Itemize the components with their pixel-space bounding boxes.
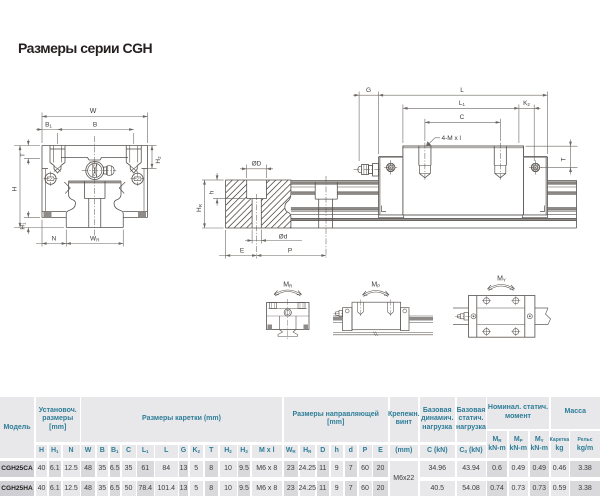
svg-text:HR: HR bbox=[196, 203, 203, 212]
svg-text:H: H bbox=[12, 186, 19, 191]
svg-text:L: L bbox=[460, 87, 464, 94]
svg-text:WR: WR bbox=[90, 236, 100, 243]
svg-text:L1: L1 bbox=[459, 100, 466, 107]
svg-text:K2: K2 bbox=[523, 100, 530, 107]
svg-text:MY: MY bbox=[497, 276, 506, 283]
svg-text:C: C bbox=[460, 114, 465, 121]
svg-text:W: W bbox=[90, 108, 97, 115]
svg-text:H2: H2 bbox=[155, 156, 162, 164]
svg-text:G: G bbox=[366, 87, 371, 94]
svg-text:E: E bbox=[240, 247, 245, 254]
svg-text:P: P bbox=[288, 247, 292, 254]
svg-text:H1: H1 bbox=[20, 222, 27, 230]
svg-text:Ød: Ød bbox=[279, 234, 288, 241]
svg-text:MP: MP bbox=[371, 282, 380, 289]
svg-text:B1: B1 bbox=[45, 122, 52, 129]
svg-text:B: B bbox=[93, 122, 97, 129]
svg-text:T: T bbox=[561, 157, 568, 161]
svg-text:h: h bbox=[209, 190, 216, 194]
svg-text:4-M x l: 4-M x l bbox=[442, 135, 462, 142]
svg-text:N: N bbox=[52, 236, 57, 243]
svg-text:T: T bbox=[20, 153, 27, 157]
svg-text:MR: MR bbox=[283, 282, 293, 289]
svg-text:ØD: ØD bbox=[252, 160, 262, 167]
